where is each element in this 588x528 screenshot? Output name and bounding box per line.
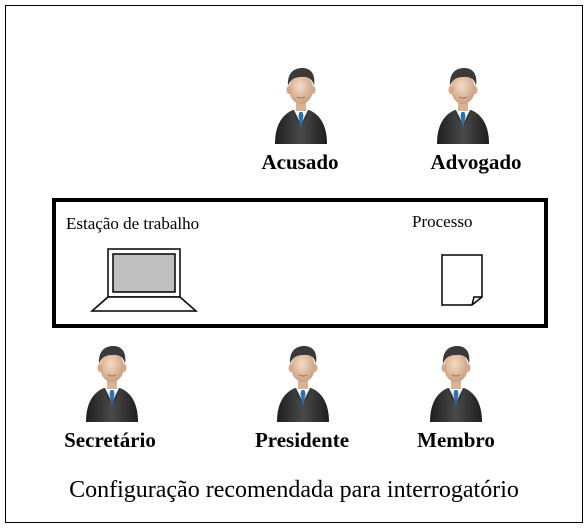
membro-person-icon — [426, 340, 486, 422]
secretario-person-icon — [82, 340, 142, 422]
advogado-person-icon — [433, 62, 493, 144]
membro-label: Membro — [417, 428, 495, 452]
laptop-icon — [90, 248, 198, 312]
room-box — [52, 198, 548, 328]
acusado-person-icon — [271, 62, 331, 144]
advogado-label: Advogado — [430, 150, 522, 174]
diagram-caption: Configuração recomendada para interrogat… — [69, 477, 519, 503]
presidente-label: Presidente — [254, 428, 350, 452]
workstation-label: Estação de trabalho — [66, 214, 200, 233]
process-label: Processo — [412, 212, 473, 231]
acusado-label: Acusado — [261, 150, 339, 174]
document-icon — [441, 254, 483, 306]
diagram-frame — [5, 5, 583, 523]
presidente-person-icon — [273, 340, 333, 422]
secretario-label: Secretário — [64, 428, 156, 452]
